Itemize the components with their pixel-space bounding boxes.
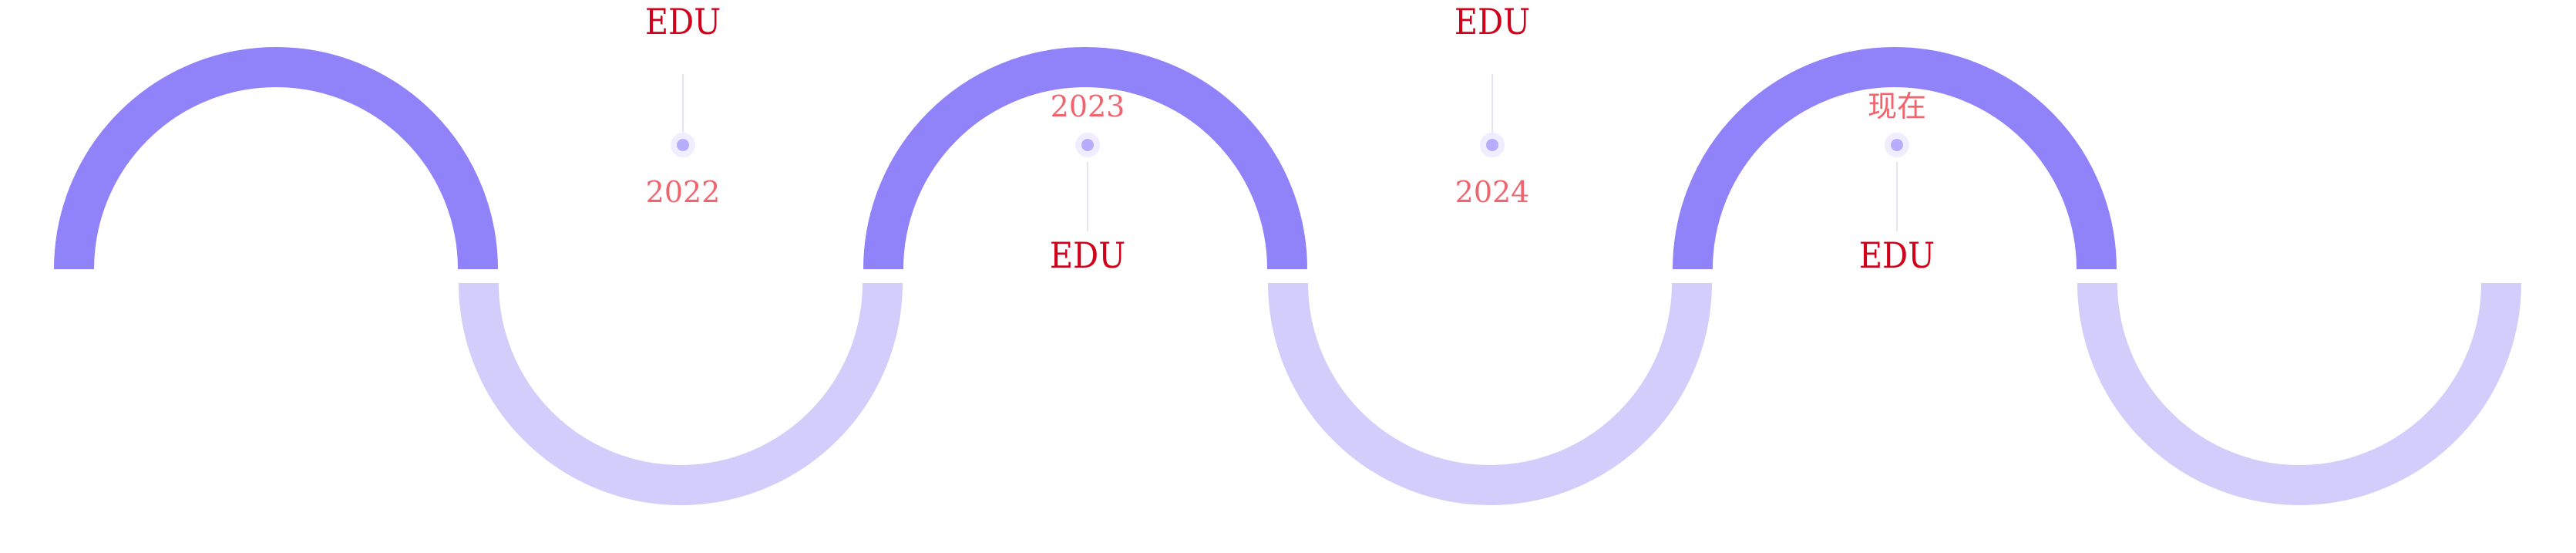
milestone-3: EDU 2024: [1369, 0, 1616, 278]
milestone-dot-icon: [1075, 133, 1100, 157]
milestone-connector: [682, 74, 684, 143]
upper-arc: [863, 47, 1307, 270]
milestone-title: EDU: [1049, 234, 1126, 276]
milestone-connector: [1896, 162, 1898, 231]
milestone-year: 2022: [645, 175, 721, 209]
milestone-title: EDU: [1454, 1, 1531, 42]
upper-arc: [1673, 47, 2117, 270]
milestone-year: 2024: [1454, 175, 1530, 209]
milestone-year: 现在: [1867, 89, 1926, 123]
lower-arc: [1268, 282, 1712, 505]
milestone-title: EDU: [1858, 234, 1935, 276]
milestone-connector: [1491, 74, 1493, 143]
milestone-dot-icon: [1480, 133, 1505, 157]
milestone-title: EDU: [644, 1, 721, 42]
lower-arc: [2077, 282, 2521, 505]
lower-arc: [459, 282, 903, 505]
upper-arc: [54, 47, 498, 270]
milestone-connector: [1087, 162, 1088, 231]
milestone-4: 现在 EDU: [1774, 0, 2020, 278]
milestone-year: 2023: [1050, 89, 1125, 123]
milestone-1: EDU 2022: [560, 0, 806, 278]
milestone-2: 2023 EDU: [964, 0, 1211, 278]
milestone-dot-icon: [671, 133, 695, 157]
milestone-dot-icon: [1885, 133, 1909, 157]
